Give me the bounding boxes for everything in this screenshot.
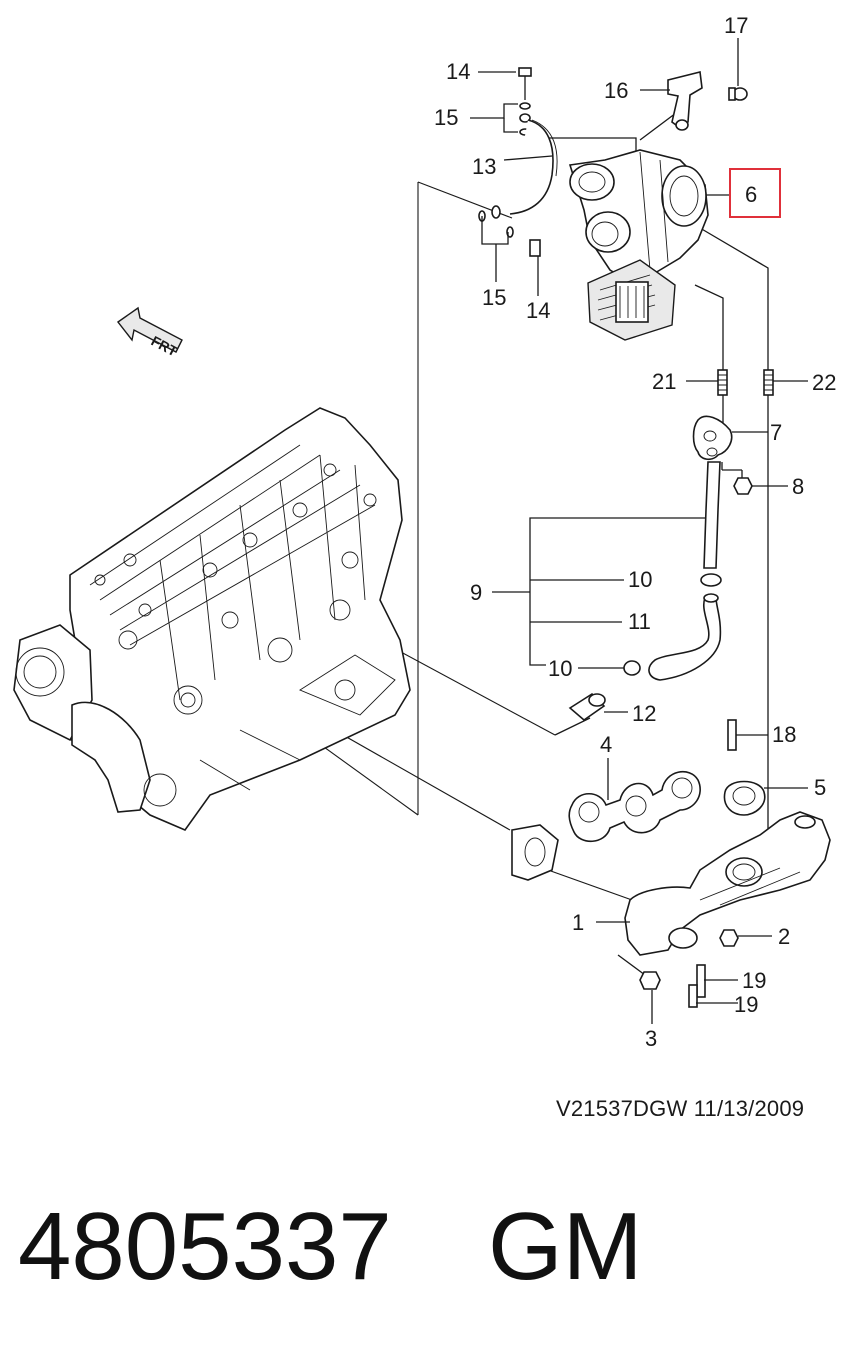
front-direction-arrow: FRT: [116, 306, 183, 360]
callout-1: 1: [572, 910, 584, 935]
callout-numbers: 14 15 13 16 17 15 14 21 22 7 8 9 10 11 1…: [434, 13, 836, 1051]
callout-14-top: 14: [446, 59, 470, 84]
turbocharger-illustration: [568, 149, 709, 341]
callout-6: 6: [745, 182, 757, 207]
brand-name: GM: [488, 1193, 643, 1300]
callout-15-top: 15: [434, 105, 458, 130]
callout-8: 8: [792, 474, 804, 499]
callout-19-lower: 19: [734, 992, 758, 1017]
callout-4: 4: [600, 732, 612, 757]
callout-22: 22: [812, 370, 836, 395]
exhaust-gaskets: [568, 770, 766, 843]
callout-18: 18: [772, 722, 796, 747]
gasket-and-nut: [692, 415, 753, 495]
callout-10-lower: 10: [548, 656, 572, 681]
bracket-and-bolt: [667, 71, 748, 131]
callout-5: 5: [814, 775, 826, 800]
callout-13: 13: [472, 154, 496, 179]
oil-feed-pipe: [478, 67, 558, 257]
exhaust-manifold: [511, 719, 831, 1008]
drawing-reference-code: V21537DGW 11/13/2009: [556, 1096, 805, 1121]
engine-block-illustration: [13, 407, 411, 831]
oil-return-pipe: [568, 461, 722, 722]
callout-2: 2: [778, 924, 790, 949]
callout-11: 11: [628, 609, 651, 634]
studs: [717, 369, 774, 396]
part-number: 4805337: [18, 1193, 392, 1300]
callout-12: 12: [632, 701, 656, 726]
callout-leaders: [470, 38, 808, 1024]
callout-15-bottom: 15: [482, 285, 506, 310]
callout-21: 21: [652, 369, 676, 394]
callout-17: 17: [724, 13, 748, 38]
callout-9: 9: [470, 580, 482, 605]
callout-14-bottom: 14: [526, 298, 550, 323]
callout-3: 3: [645, 1026, 657, 1051]
callout-10-upper: 10: [628, 567, 652, 592]
callout-16: 16: [604, 78, 628, 103]
callout-6-highlight: 6: [729, 168, 781, 218]
callout-7: 7: [770, 420, 782, 445]
callout-19-upper: 19: [742, 968, 766, 993]
highlight-box: [729, 168, 781, 218]
